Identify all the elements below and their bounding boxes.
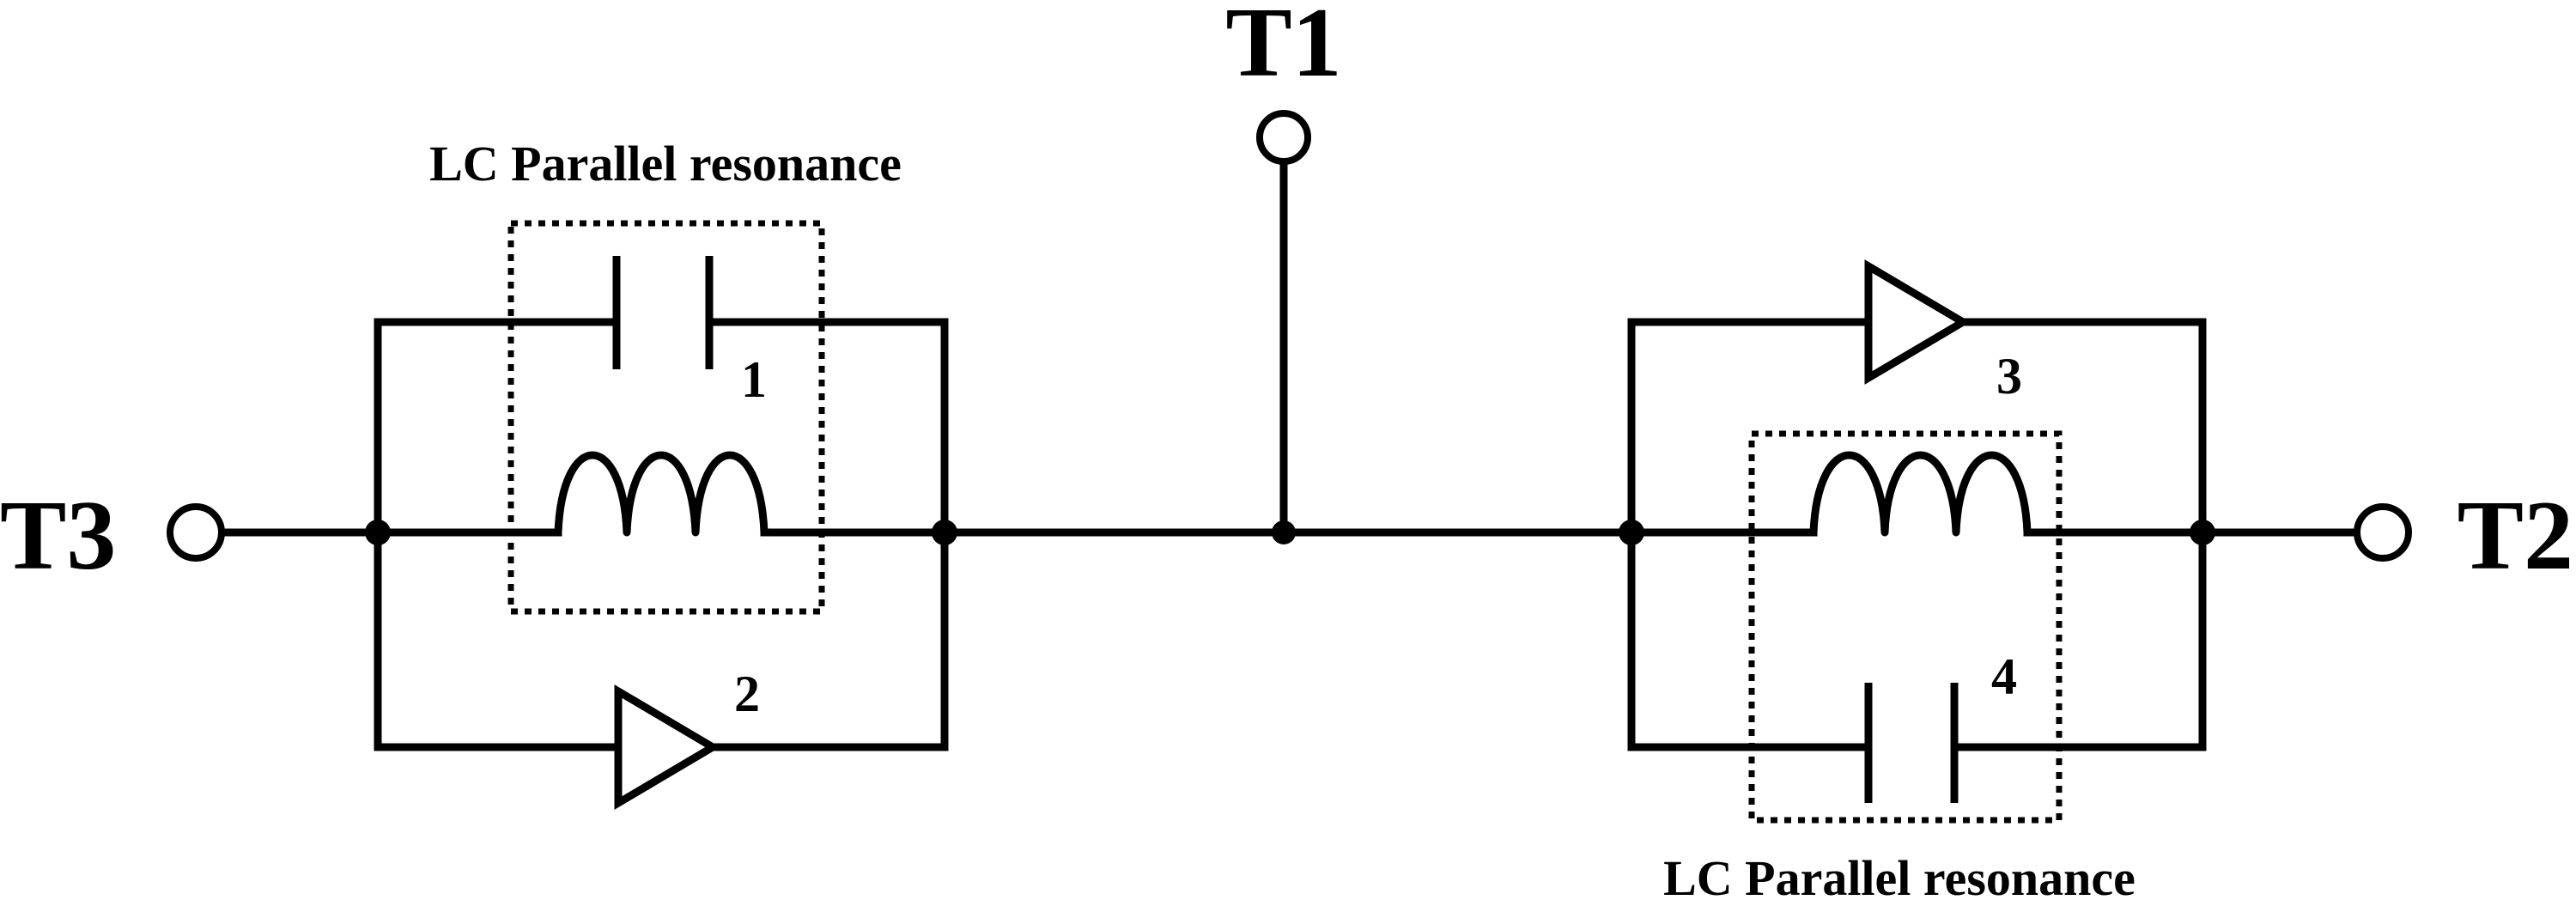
inductor-right bbox=[1809, 451, 2032, 537]
inductor-left bbox=[554, 451, 769, 537]
component-label-1: 1 bbox=[741, 351, 767, 408]
junction-dot bbox=[365, 520, 391, 545]
junction-dot bbox=[1272, 520, 1296, 544]
amplifier-2-icon bbox=[614, 684, 720, 810]
terminal-t3-circle bbox=[167, 503, 225, 562]
lc-label-right: LC Parallel resonance bbox=[1663, 850, 2136, 900]
component-label-4: 4 bbox=[1991, 648, 2017, 705]
left-network bbox=[217, 220, 957, 810]
terminal-t1-label: T1 bbox=[1225, 0, 1341, 98]
terminal-t1-circle bbox=[1256, 110, 1311, 165]
center-network bbox=[940, 110, 1636, 544]
terminal-t2-circle bbox=[2354, 503, 2412, 562]
lc-label-left: LC Parallel resonance bbox=[429, 136, 902, 192]
right-network bbox=[1619, 259, 2361, 824]
amplifier-3-icon bbox=[1864, 259, 1971, 385]
junction-dot bbox=[1619, 520, 1644, 545]
component-label-3: 3 bbox=[1996, 348, 2022, 404]
component-label-2: 2 bbox=[734, 666, 760, 722]
junction-dot bbox=[2190, 520, 2215, 545]
terminal-t3-label: T3 bbox=[0, 481, 116, 591]
terminal-t2-label: T2 bbox=[2458, 481, 2573, 591]
lc-box-right bbox=[1748, 430, 2063, 824]
lc-box-left bbox=[507, 220, 825, 615]
